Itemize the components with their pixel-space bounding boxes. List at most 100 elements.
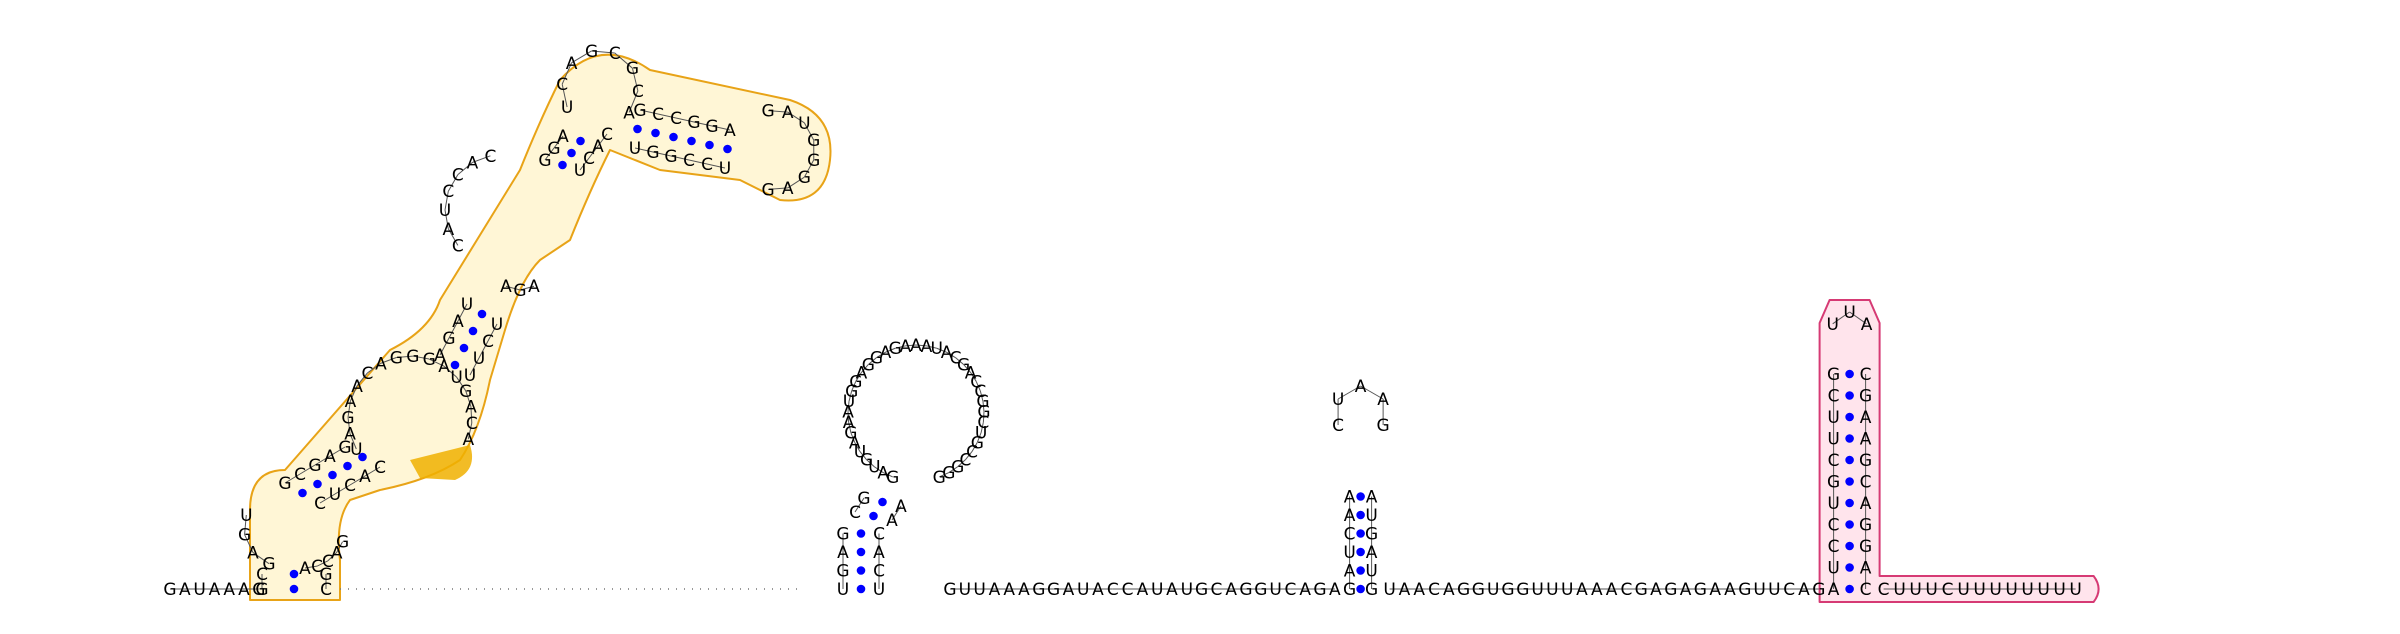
linker-nucleotide: A xyxy=(1591,580,1603,600)
domain1-loop2: G xyxy=(390,349,403,369)
domain1-apical-loop: G xyxy=(807,151,820,171)
terminator-stem-left: U xyxy=(1827,494,1839,514)
base-pair-dot xyxy=(856,566,866,575)
backbone-link xyxy=(252,552,270,565)
linker-nucleotide: U xyxy=(1768,580,1780,600)
backbone-link xyxy=(444,209,449,229)
three-prime-nucleotide: U xyxy=(2069,580,2081,600)
terminator-stem-right: G xyxy=(1859,451,1872,471)
domain1-helix5-left: G xyxy=(687,113,700,133)
backbone-link xyxy=(854,442,861,452)
base-pair-dot xyxy=(1356,584,1365,594)
domain1-loop4: G xyxy=(626,59,639,79)
terminator-stem-right: A xyxy=(1860,430,1872,450)
terminator-stem-right: C xyxy=(1860,473,1872,493)
backbone-link xyxy=(1360,385,1384,400)
base-pair-dot xyxy=(358,452,367,462)
backbone-link xyxy=(349,475,366,486)
three-prime-nucleotide: U xyxy=(1989,580,2001,600)
hairpin2-stem-left: G xyxy=(857,489,870,509)
three-prime-nucleotide: U xyxy=(1909,580,1921,600)
hairpin2-loop: G xyxy=(844,424,857,444)
backbone-link xyxy=(457,161,473,176)
terminator-stem-left: A xyxy=(1828,580,1840,600)
linker-nucleotide: G xyxy=(1694,580,1707,600)
backbone-link xyxy=(634,147,654,153)
middle-nucleotide: A xyxy=(1137,580,1149,600)
backbone-link xyxy=(329,446,346,457)
domain1-loop2: G xyxy=(423,350,436,370)
base-pair-dot xyxy=(1845,391,1854,400)
domain1-loop1: U xyxy=(240,506,252,526)
backbone-link xyxy=(848,422,852,433)
linker-nucleotide: U xyxy=(1487,580,1499,600)
terminator-stem-right: C xyxy=(1860,365,1872,385)
hairpin2-stem-left: A xyxy=(837,543,849,563)
base-pair-dot xyxy=(459,343,469,353)
linker-nucleotide: G xyxy=(1472,580,1485,600)
middle-nucleotide: A xyxy=(1003,580,1015,600)
domain1-helix2-left: C xyxy=(294,465,306,485)
terminator-stem-left: U xyxy=(1827,430,1839,450)
middle-nucleotide: G xyxy=(1047,580,1060,600)
base-pair-dot xyxy=(705,140,714,150)
backbone-link xyxy=(1849,311,1867,325)
hairpin2-loop: C xyxy=(977,413,989,433)
base-pair-dot xyxy=(687,136,696,146)
linker-nucleotide: A xyxy=(1650,580,1662,600)
middle-nucleotide: G xyxy=(1032,580,1045,600)
hairpin2-loop: U xyxy=(854,442,866,462)
middle-nucleotide: U xyxy=(1269,580,1281,600)
backbone-link xyxy=(465,390,472,407)
backbone-link xyxy=(628,90,639,113)
hairpin2-stem-left: U xyxy=(837,580,849,600)
domain1-helix2-left: G xyxy=(338,438,351,458)
domain1-loop2: A xyxy=(465,398,477,418)
linker-nucleotide: A xyxy=(1443,580,1455,600)
backbone-link xyxy=(768,187,788,190)
linker-nucleotide: G xyxy=(1664,580,1677,600)
backbone-link xyxy=(478,340,489,359)
hairpin2-loop: A xyxy=(849,433,861,453)
middle-nucleotide: A xyxy=(1063,580,1075,600)
base-pair-dot xyxy=(1356,510,1365,520)
hairpin2-stem-left: C xyxy=(849,503,861,523)
backbone-link xyxy=(905,344,917,347)
hairpin2-loop: G xyxy=(870,349,883,369)
linker-nucleotide: U xyxy=(1383,580,1395,600)
backbone-link xyxy=(688,159,708,165)
three-prime-nucleotide: U xyxy=(1973,580,1985,600)
hairpin2-loop: U xyxy=(975,424,987,444)
backbone-link xyxy=(364,466,381,477)
backbone-link xyxy=(711,125,731,131)
base-pair-dot xyxy=(633,124,642,134)
five-prime-nucleotide: G xyxy=(163,580,176,600)
backbone-link xyxy=(876,351,886,359)
domain1-helix3-left: U xyxy=(461,295,473,315)
backbone-link xyxy=(444,191,449,211)
domain1-helix5-right: U xyxy=(719,159,731,179)
domain1-loop1: G xyxy=(262,555,275,575)
domain1-loop2: U xyxy=(350,440,362,460)
backbone-link xyxy=(982,401,985,412)
domain1-apical-loop: G xyxy=(798,168,811,188)
hairpin2-loop: G xyxy=(951,458,964,478)
hairpin3-stem-right: U xyxy=(1365,562,1377,582)
backbone-link xyxy=(855,372,862,382)
domain1-loop3: A xyxy=(467,153,479,173)
domain1-apical-loop: G xyxy=(807,131,820,151)
domain1-helix3-right: C xyxy=(482,332,494,352)
hairpin2-loop: C xyxy=(966,442,978,462)
backbone-link xyxy=(787,111,805,124)
linker-nucleotide: A xyxy=(1798,580,1810,600)
backbone-link xyxy=(319,493,336,504)
domain1-apical-loop: G xyxy=(761,102,774,122)
backbone-link xyxy=(706,163,726,169)
base-pair-dot xyxy=(1356,529,1365,538)
linker-nucleotide: G xyxy=(1812,580,1825,600)
domain1-loop4: A xyxy=(623,103,635,123)
hairpin2-loop: C xyxy=(950,349,962,369)
hairpin3-stem-left: U xyxy=(1343,543,1355,563)
terminator-loop: U xyxy=(1843,303,1855,323)
